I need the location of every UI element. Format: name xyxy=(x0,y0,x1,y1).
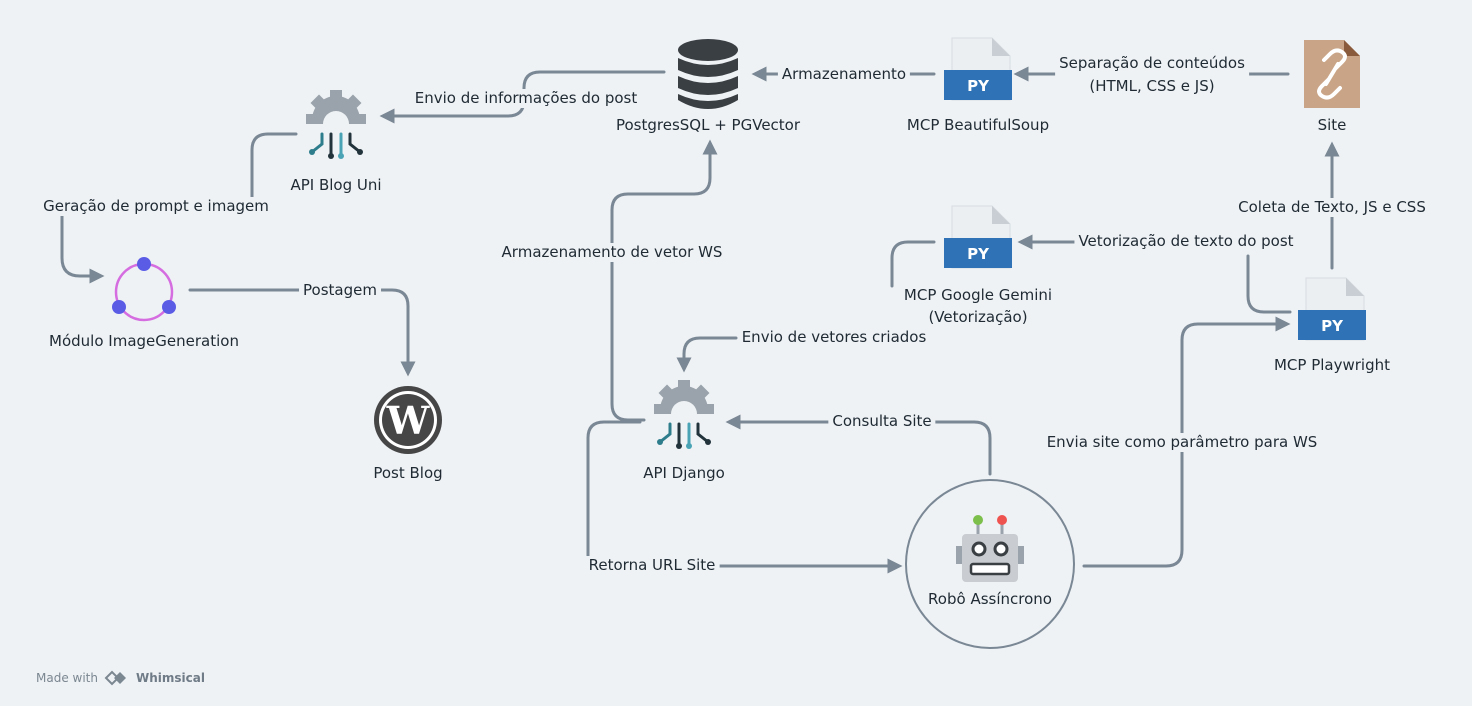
database-icon xyxy=(678,39,738,109)
edge-label-armazenamento-vetor: Armazenamento de vetor WS xyxy=(497,243,727,262)
whimsical-logo-icon xyxy=(104,670,126,686)
edge-label-coleta: Coleta de Texto, JS e CSS xyxy=(1234,198,1430,217)
edge-label-envia-site: Envia site como parâmetro para WS xyxy=(1042,433,1322,452)
node-label-api-django: API Django xyxy=(643,464,725,482)
robot-icon xyxy=(956,515,1024,582)
edge-geracao xyxy=(60,132,298,276)
python-file-icon: PY xyxy=(1298,277,1366,341)
edge-postagem xyxy=(188,288,416,377)
edge-label-postagem: Postagem xyxy=(299,281,381,300)
api-gear-icon xyxy=(648,380,720,449)
whimsical-brand: Whimsical xyxy=(135,671,205,685)
made-with-text: Made with xyxy=(36,671,98,685)
node-label-postgres: PostgresSQL + PGVector xyxy=(615,116,801,134)
node-label-gemini: MCP Google Gemini (Vetorização) xyxy=(903,286,1053,326)
svg-text:PY: PY xyxy=(1321,317,1344,335)
node-label-post-blog: Post Blog xyxy=(373,464,443,482)
svg-text:PY: PY xyxy=(967,245,990,263)
node-label-robot: Robô Assíncrono xyxy=(928,590,1052,608)
edge-vetorizacao xyxy=(1022,242,1292,314)
link-file-icon xyxy=(1304,40,1360,108)
edge-envio-vetores xyxy=(890,240,936,288)
node-label-image-generation: Módulo ImageGeneration xyxy=(49,332,239,350)
wordpress-icon: W xyxy=(374,386,442,454)
node-label-site: Site xyxy=(1317,116,1347,134)
edge-label-vetorizacao: Vetorização de texto do post xyxy=(1074,232,1298,251)
edge-label-retorna: Retorna URL Site xyxy=(584,556,720,575)
node-label-api-blog: API Blog Uni xyxy=(290,176,382,194)
edge-retorna xyxy=(586,420,903,574)
svg-text:PY: PY xyxy=(967,77,990,95)
edge-label-consulta: Consulta Site xyxy=(828,412,936,431)
python-file-icon: PY xyxy=(944,205,1012,269)
node-label-playwright: MCP Playwright xyxy=(1273,356,1391,374)
svg-text:W: W xyxy=(386,398,431,443)
robot-node xyxy=(905,479,1075,649)
edge-label-armazenamento: Armazenamento xyxy=(777,65,911,84)
edge-label-geracao: Geração de prompt e imagem xyxy=(39,197,273,216)
edge-label-separacao: Separação de conteúdos (HTML, CSS e JS) xyxy=(1055,52,1249,98)
node-label-beautifulsoup: MCP BeautifulSoup xyxy=(906,116,1050,134)
cycle-nodes-icon xyxy=(112,257,176,322)
edge-label-envio-vetores: Envio de vetores criados xyxy=(737,328,931,347)
edge-consulta xyxy=(725,414,992,476)
edge-armazenamento-vetor xyxy=(610,139,718,422)
api-gear-icon xyxy=(300,90,372,159)
edge-label-envio-info: Envio de informações do post xyxy=(410,89,642,108)
python-file-icon: PY xyxy=(944,37,1012,101)
made-with-whimsical[interactable]: Made with Whimsical xyxy=(36,670,205,686)
